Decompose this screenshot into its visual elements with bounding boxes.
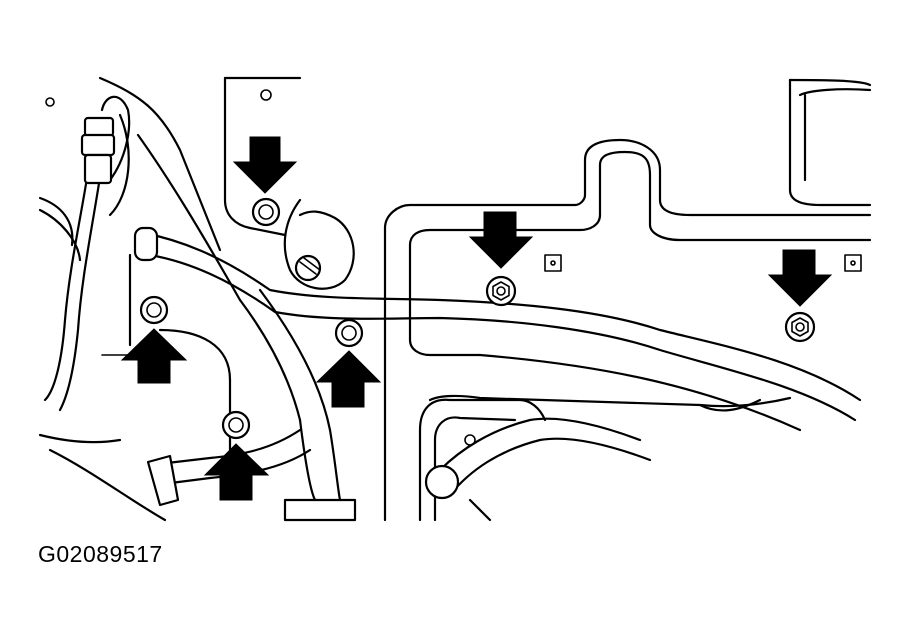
harness-cable-left bbox=[43, 95, 131, 412]
square-hole bbox=[544, 254, 562, 272]
connector-segment bbox=[83, 153, 113, 185]
arrow-up-icon bbox=[120, 328, 188, 384]
pivot bbox=[424, 464, 460, 500]
arrow-up-icon bbox=[315, 350, 382, 408]
hole bbox=[260, 89, 272, 101]
arrow-down-icon bbox=[232, 136, 298, 194]
bolt-top-center-left bbox=[251, 197, 281, 227]
hole bbox=[850, 260, 856, 266]
nut-right bbox=[784, 311, 816, 343]
arrow-up-icon bbox=[203, 443, 270, 501]
center-bracket bbox=[223, 76, 355, 290]
arrow-down-icon bbox=[468, 211, 534, 269]
bolt-center bbox=[334, 318, 364, 348]
main-harness bbox=[133, 226, 862, 522]
nut-top-center bbox=[485, 275, 517, 307]
bolt-left bbox=[139, 295, 169, 325]
connector-segment bbox=[80, 133, 116, 157]
hole bbox=[464, 434, 476, 446]
harness-grommet bbox=[133, 226, 159, 262]
square-hole bbox=[844, 254, 862, 272]
body-structure-left bbox=[38, 76, 242, 522]
arrow-down-icon bbox=[767, 249, 833, 307]
hole bbox=[550, 260, 556, 266]
callout-arrows bbox=[120, 136, 833, 501]
connector-segment bbox=[83, 116, 115, 138]
connector-bottom-left bbox=[146, 428, 312, 507]
lower-linkage bbox=[418, 398, 762, 522]
bolt-bottom-left bbox=[221, 410, 251, 440]
figure-code: G02089517 bbox=[38, 541, 163, 567]
fasteners bbox=[139, 197, 816, 440]
hole bbox=[45, 97, 55, 107]
